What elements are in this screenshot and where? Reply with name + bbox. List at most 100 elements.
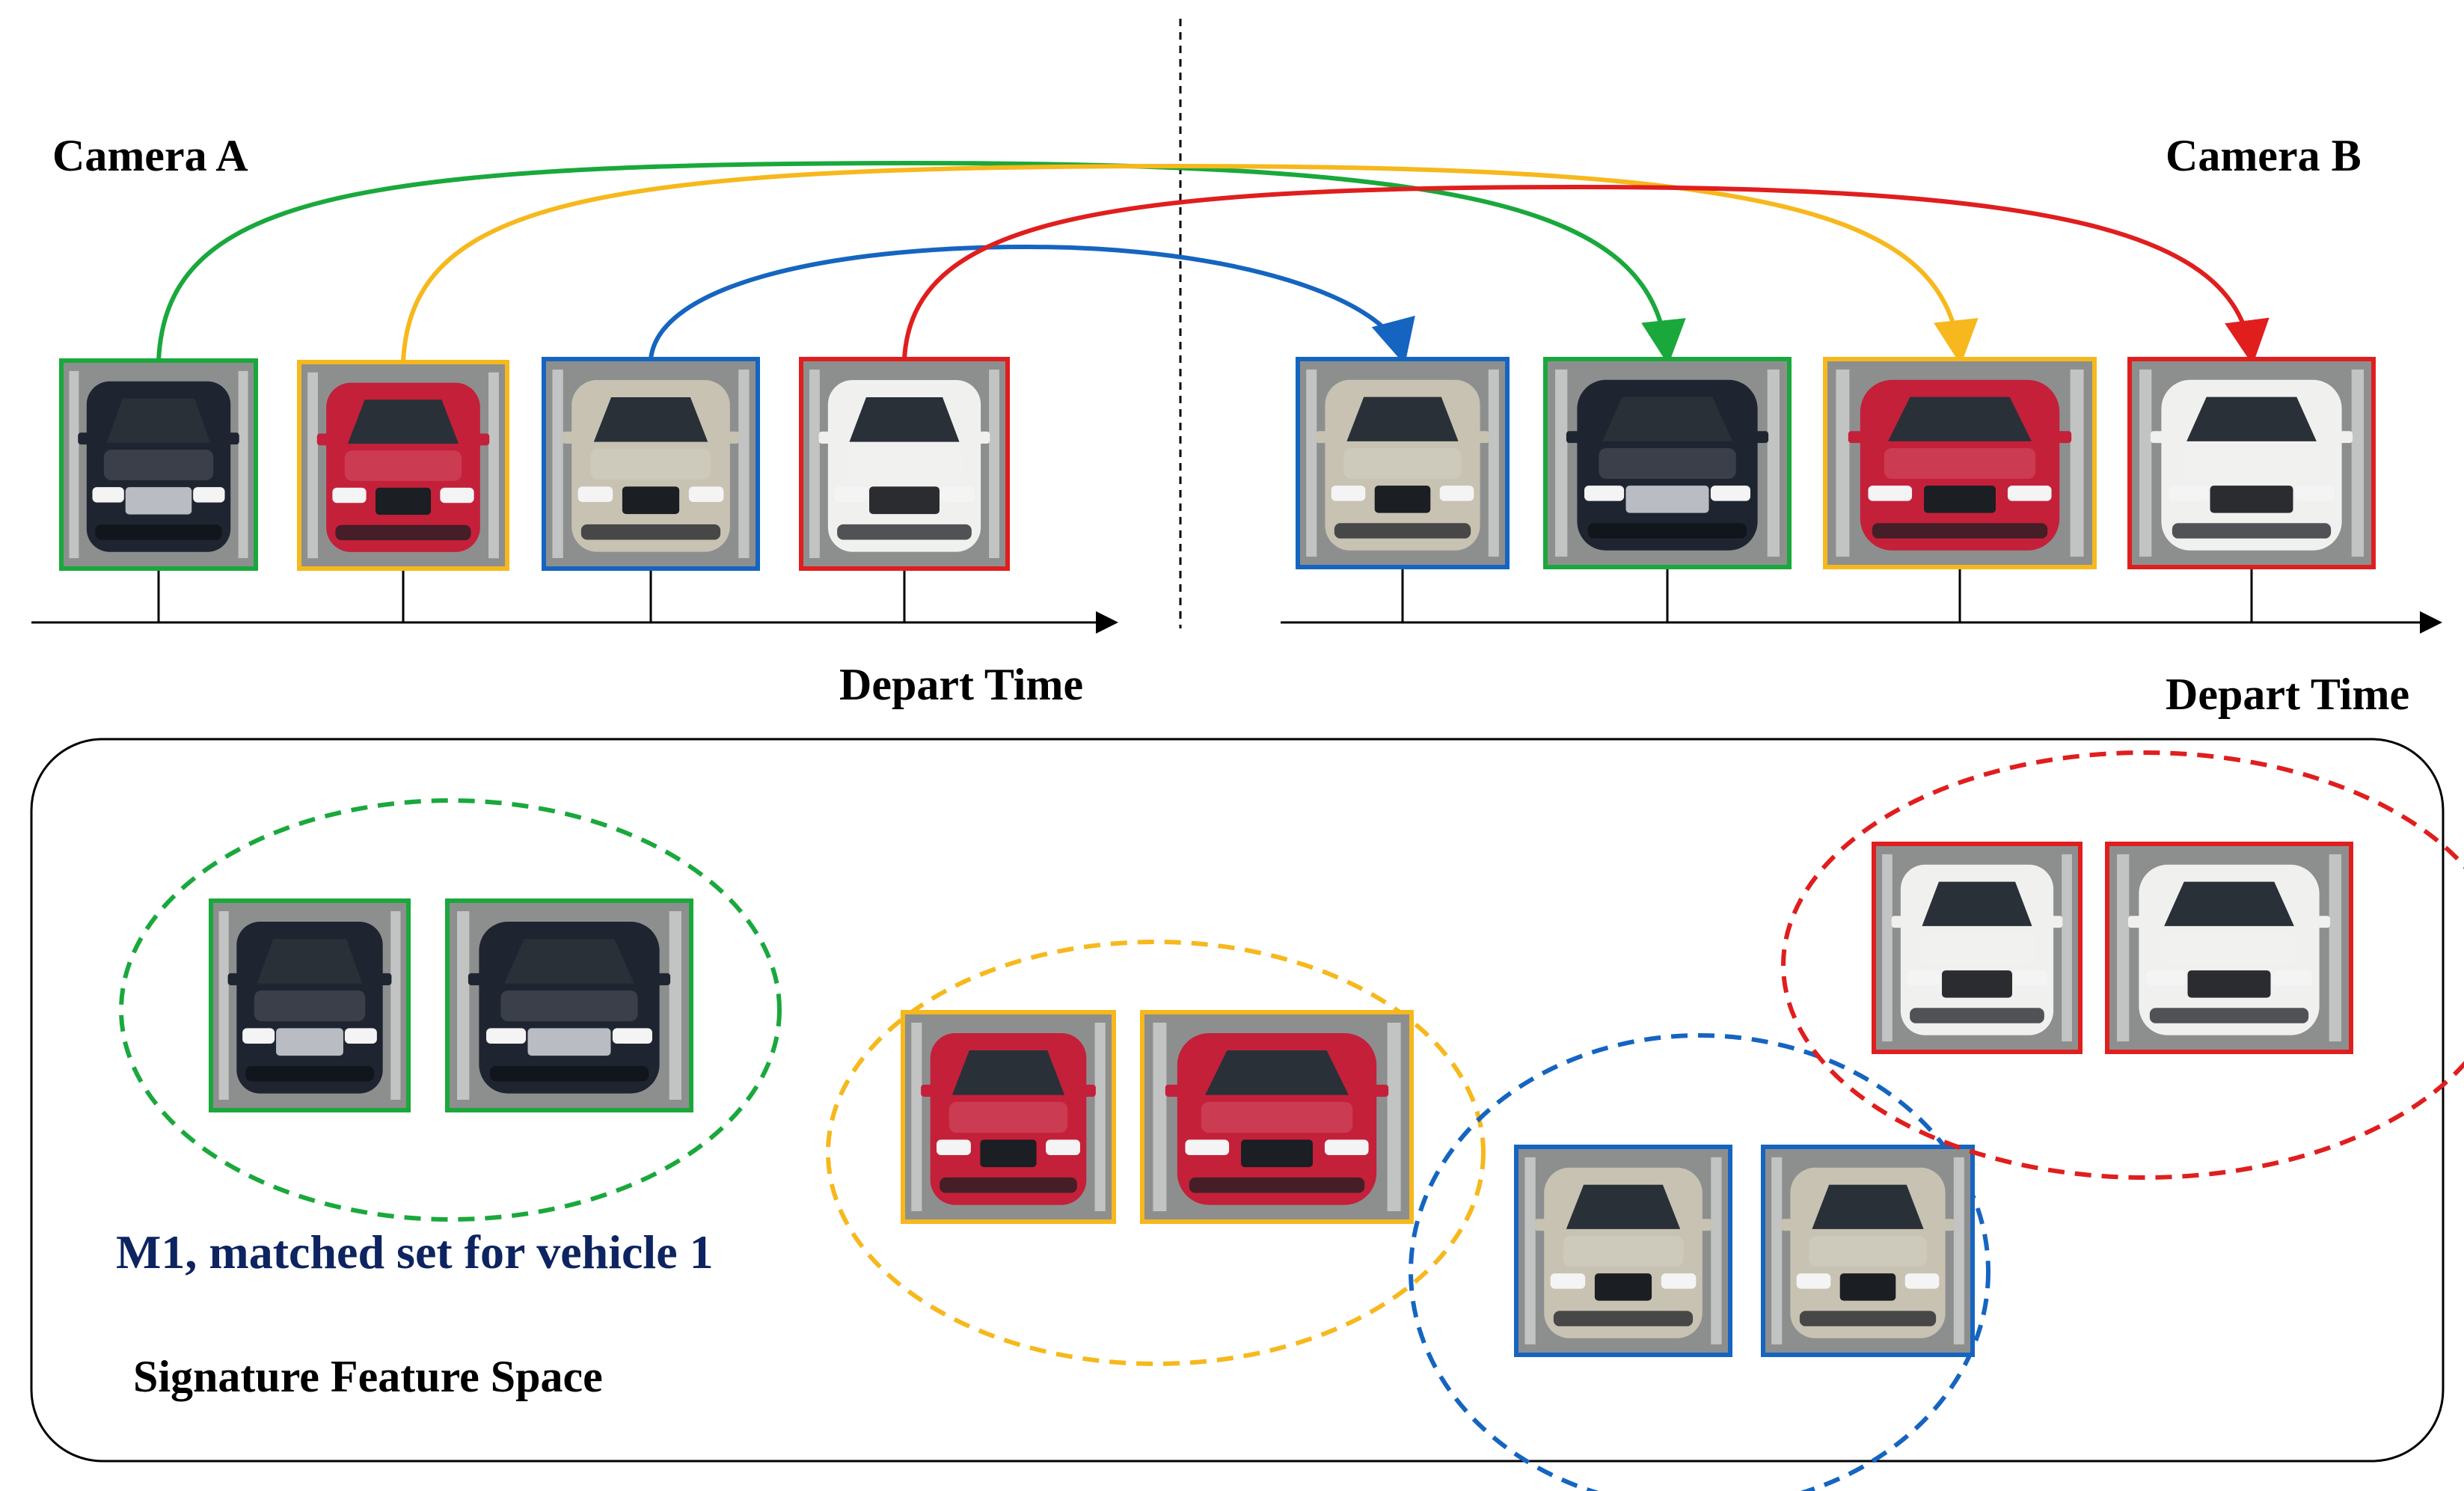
car-mirror [2315,916,2331,928]
car-windshield [347,399,459,444]
car-grille [2187,970,2271,998]
car-bumper [940,1177,1077,1193]
m1-caption: M1, matched set for vehicle 1 [116,1225,714,1279]
car-headlight [1710,486,1750,501]
time-ticks [157,567,2253,622]
lane-marking [1767,369,1780,557]
car-windshield [1922,881,2032,926]
car-hood [2183,447,2320,480]
car-mirror [978,431,990,444]
car-grille [2210,486,2293,513]
car-mirror [379,973,392,985]
car-headlight [1796,1273,1831,1289]
car-mirror [1534,1219,1548,1231]
lane-marking [457,911,470,1100]
detection-frame [1761,1145,1975,1357]
car-windshield [1346,397,1459,441]
detection-frame [1514,1145,1732,1357]
lane-marking [238,370,248,559]
cluster-ellipse [826,940,1486,1366]
cluster-ellipse [1409,1033,1990,1491]
car-hood [948,1101,1068,1133]
detection-frame [209,898,411,1112]
detection-frame [799,357,1010,571]
car-mirror [1848,431,1865,444]
car-hood [846,448,963,480]
detection-frame [445,898,693,1112]
camera-b-label: Camera B [2166,131,2362,180]
car-hood [254,990,366,1022]
car-mirror [1165,1084,1182,1097]
car-bumper [1334,523,1471,539]
car-windshield [1602,397,1732,441]
car-mirror [1477,431,1490,444]
car-mirror [1315,431,1328,444]
cluster-vehicle-4-image-2 [2105,842,2353,1054]
depart-time-label-b: Depart Time [2166,670,2409,719]
car-mirror [1372,1084,1389,1097]
car-mirror [2150,431,2166,444]
car-bumper [1587,523,1747,539]
car-headlight [2272,970,2312,986]
car-grille [1374,486,1431,513]
car-mirror [2050,916,2063,928]
lane-marking [2351,369,2364,557]
car-headlight [440,487,474,503]
camera-a-vehicle-1 [59,358,258,571]
car-headlight [1185,1139,1230,1156]
car-grille [1942,970,2012,998]
car-hood [2160,932,2298,964]
detection-frame [1823,357,2097,569]
car-hood [1563,1235,1684,1267]
car-hood [344,450,462,481]
car-headlight [486,1028,527,1044]
cluster-ellipse [119,798,782,1222]
cluster-vehicle-3-image-2 [1761,1145,1975,1357]
cluster-vehicle-1-image-2 [445,898,693,1112]
car-mirror [1891,916,1904,928]
car-bumper [95,524,222,540]
car-hood [1809,1235,1927,1267]
car-headlight [1324,1139,1369,1156]
car-mirror [468,973,483,985]
car-headlight [2146,970,2186,986]
camera-b-vehicle-4 [2127,357,2376,569]
car-bumper [837,524,972,540]
detection-frame [1140,1010,1414,1224]
car-headlight [1868,486,1913,501]
car-hood [1201,1101,1353,1133]
car-grille [1924,486,1996,513]
feature-space-panel [30,738,2445,1463]
lane-marking [1836,369,1850,557]
car-headlight [1584,486,1625,501]
car-grille [1241,1139,1313,1168]
car-mirror [818,431,831,444]
cluster-vehicle-3 [1409,1033,1990,1491]
car-bumper [1872,523,2048,539]
car-mirror [1753,431,1769,444]
car-grille [375,487,432,515]
car-windshield [106,398,211,443]
car-headlight [1046,1139,1080,1156]
match-arcs [156,160,2270,365]
lane-marking [2139,369,2152,557]
car-mirror [2338,431,2353,444]
car-windshield [951,1050,1065,1095]
car-windshield [504,938,634,984]
lane-marking [1524,1157,1536,1345]
car-windshield [1566,1184,1681,1229]
lane-marking [1882,854,1893,1042]
lane-marking [1387,1023,1401,1211]
lane-marking [307,372,319,559]
lane-marking [2117,854,2130,1042]
cluster-ellipse [1781,750,2464,1180]
lane-marking [669,911,681,1100]
car-grille [276,1028,343,1056]
car-hood [590,448,711,480]
match-arc-vehicle-2 [401,163,1979,365]
car-bumper [245,1065,374,1082]
car-headlight [332,487,367,503]
lane-marking [218,911,229,1100]
car-mirror [655,973,671,985]
car-mirror [1083,1084,1096,1097]
